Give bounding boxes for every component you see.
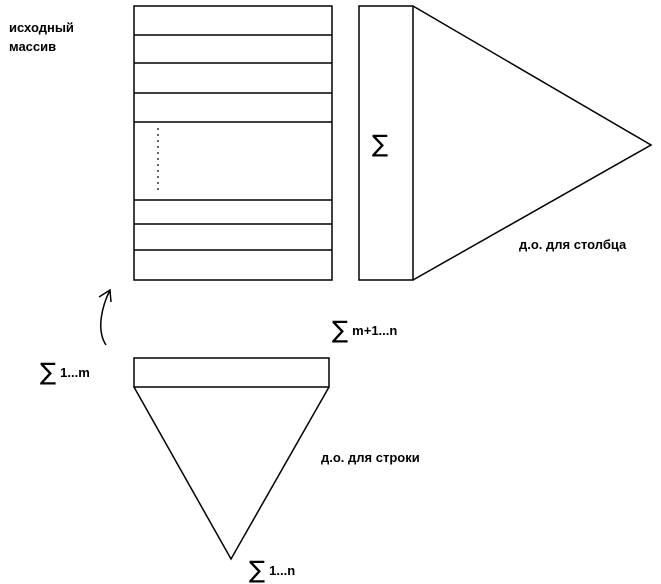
curved-arrow-path	[100, 289, 111, 346]
column-tree	[358, 5, 653, 281]
row-tree-label: д.о. для строки	[321, 450, 420, 465]
row-tree-triangle	[133, 386, 330, 561]
source-array	[133, 5, 333, 281]
curved-arrow-head	[98, 288, 112, 303]
sum-1n-symbol: ∑	[249, 556, 266, 584]
sum-1m-symbol: ∑	[40, 358, 57, 386]
source-array-label-line1: исходный	[9, 20, 74, 35]
sum-1n-group: ∑ 1...n	[249, 558, 295, 582]
column-sum-bar	[358, 5, 414, 281]
sum-1m-group: ∑ 1...m	[40, 360, 90, 384]
column-tree-label: д.о. для столбца	[519, 237, 627, 252]
sum-m1n-symbol: ∑	[332, 316, 349, 344]
curved-arrow	[98, 288, 112, 346]
row-sum-bar	[133, 357, 330, 388]
column-sum-symbol: ∑	[372, 130, 389, 158]
sum-m1n-group: ∑ m+1...n	[332, 318, 397, 342]
source-array-label-line2: массив	[9, 39, 57, 54]
row-tree	[133, 357, 330, 561]
sum-m1n-label: m+1...n	[352, 322, 398, 338]
sum-1m-label: 1...m	[60, 364, 90, 380]
array-outline	[133, 5, 333, 281]
sum-1n-label: 1...n	[269, 562, 296, 578]
column-tree-triangle	[412, 5, 653, 281]
